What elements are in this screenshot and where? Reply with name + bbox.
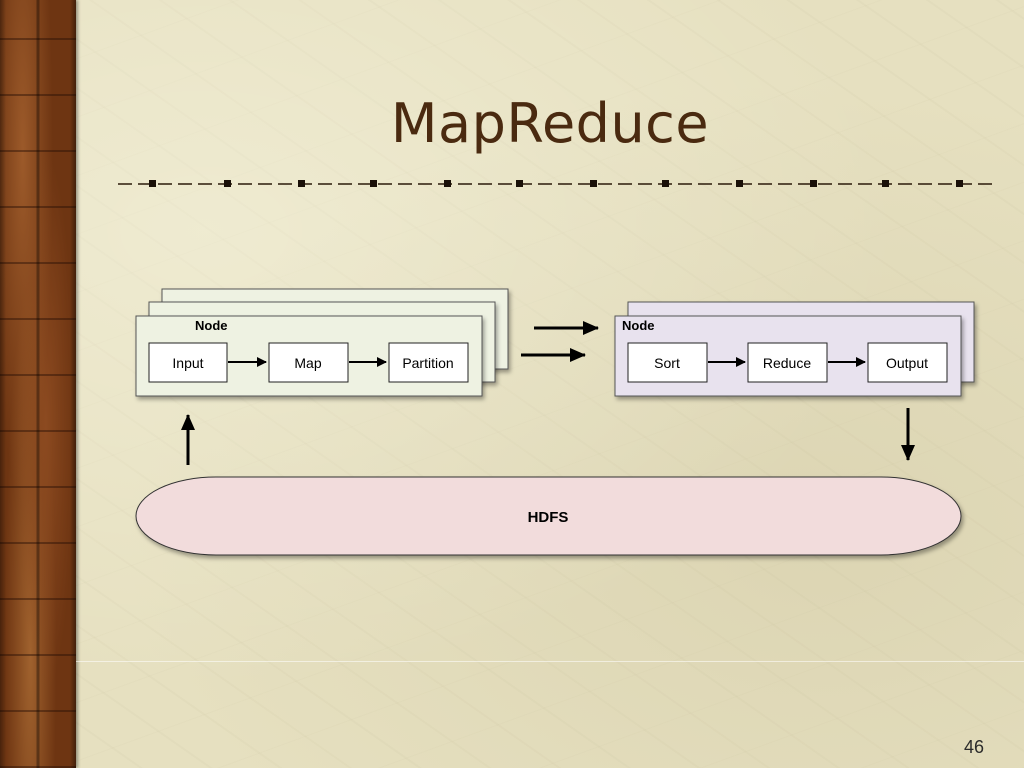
map-step-label: Map — [294, 355, 321, 371]
decorative-wood-sidebar — [0, 0, 76, 768]
input-step-label: Input — [172, 355, 203, 371]
slide-title: MapReduce — [390, 92, 710, 155]
map-step-box — [268, 342, 349, 383]
hdfs-storage — [135, 476, 962, 556]
map-node-label: Node — [195, 318, 228, 333]
reduce-node-label: Node — [622, 318, 655, 333]
reduce-step-box — [747, 342, 828, 383]
map-node-stack: Node Input Map Partition — [135, 288, 509, 397]
partition-step-label: Partition — [402, 355, 453, 371]
reduce-node-stack: Node Sort Reduce Output — [614, 301, 975, 397]
partition-step-box — [388, 342, 469, 383]
slide-page-number: 46 — [963, 737, 984, 757]
sort-step-label: Sort — [654, 355, 680, 371]
sort-step-box — [627, 342, 708, 383]
hdfs-label: HDFS — [528, 509, 569, 526]
footer-divider — [76, 661, 1024, 662]
input-step-box — [148, 342, 228, 383]
reduce-step-label: Reduce — [763, 355, 811, 371]
title-divider — [118, 180, 992, 187]
output-step-label: Output — [886, 355, 928, 371]
output-step-box — [867, 342, 948, 383]
